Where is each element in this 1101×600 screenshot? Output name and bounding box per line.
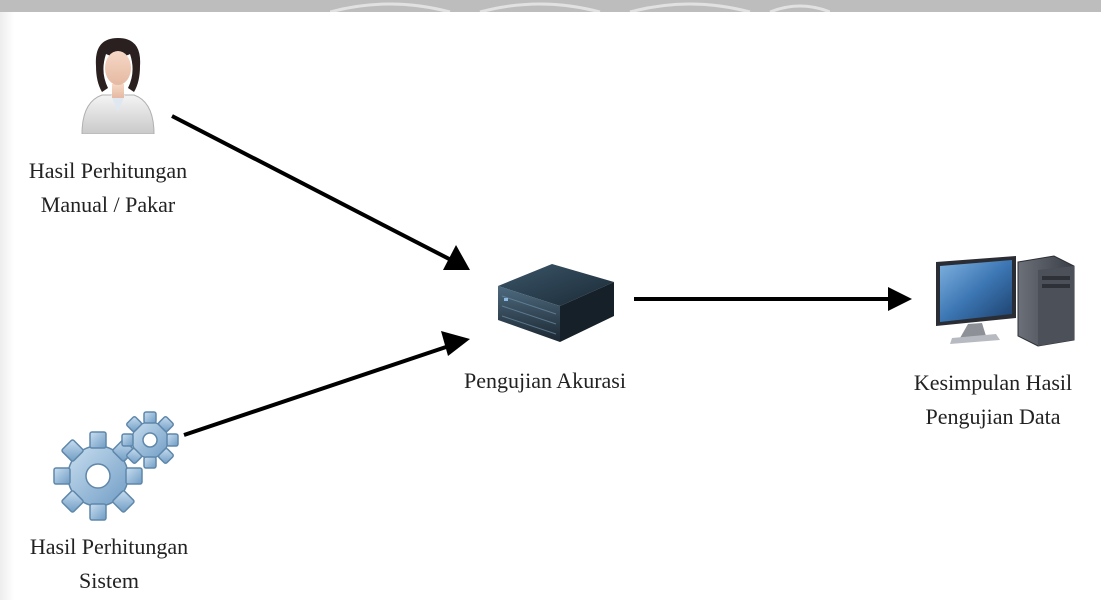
node-label-system: Hasil Perhitungan Sistem (0, 530, 218, 598)
left-edge-shade (0, 12, 14, 600)
arrow-testing-to-conclusion (634, 287, 912, 311)
node-label-conclusion-line2: Pengujian Data (925, 404, 1061, 429)
top-watermark-band (0, 0, 1101, 12)
node-label-testing-line1: Pengujian Akurasi (464, 368, 626, 393)
node-label-system-line2: Sistem (79, 568, 139, 593)
node-label-testing: Pengujian Akurasi (430, 364, 660, 398)
arrow-manual-to-testing (171, 114, 470, 270)
node-label-conclusion: Kesimpulan Hasil Pengujian Data (885, 366, 1101, 434)
node-label-manual: Hasil Perhitungan Manual / Pakar (0, 154, 216, 222)
computer-icon (936, 255, 1075, 347)
node-label-manual-line2: Manual / Pakar (40, 192, 176, 217)
node-label-conclusion-line1: Kesimpulan Hasil (913, 370, 1073, 395)
node-label-system-line1: Hasil Perhitungan (29, 534, 189, 559)
watermark-icon (330, 2, 830, 12)
server-icon (498, 264, 614, 342)
person-icon (81, 38, 155, 134)
gears-icon (53, 411, 179, 521)
node-label-manual-line1: Hasil Perhitungan (28, 158, 188, 183)
arrow-system-to-testing (183, 331, 470, 437)
